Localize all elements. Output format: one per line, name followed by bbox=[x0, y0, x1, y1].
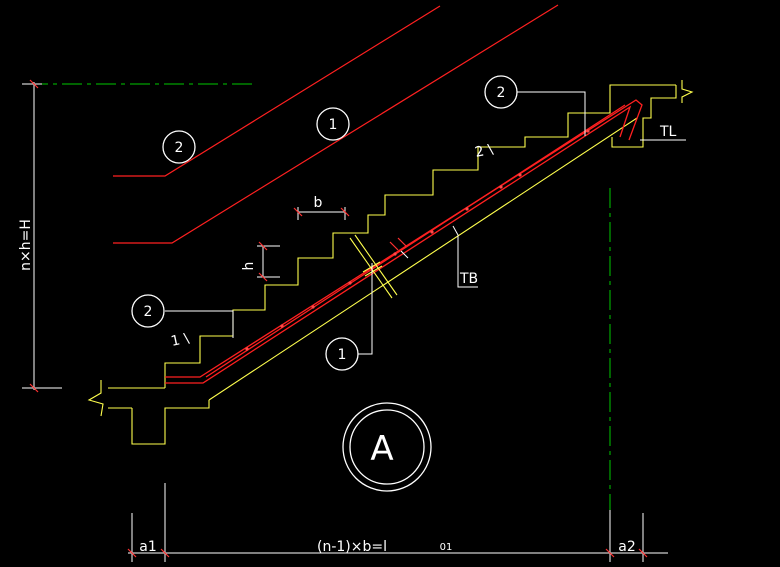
bar-mark-lower: 1 \ bbox=[170, 330, 191, 349]
rebar-dots bbox=[245, 129, 590, 351]
rebar-line-1 bbox=[113, 4, 559, 244]
slab-rebar-inner bbox=[205, 104, 626, 378]
upper-rebar-lines bbox=[113, 4, 559, 244]
slab-rebar-bottom bbox=[165, 105, 632, 384]
callout-bottom-1: 1 bbox=[325, 337, 359, 371]
section-marker-a: A bbox=[342, 402, 432, 492]
bottom-beam bbox=[131, 400, 210, 445]
svg-text:1: 1 bbox=[329, 117, 338, 133]
member-tl-label: TL bbox=[659, 124, 677, 140]
bar-mark-upper: 2 \ bbox=[474, 141, 495, 160]
dim-a1-label: a1 bbox=[139, 539, 157, 555]
svg-text:2: 2 bbox=[175, 140, 184, 156]
member-tb-label: TB bbox=[459, 271, 478, 287]
top-landing-end bbox=[611, 85, 677, 148]
callout-mid-left-2: 2 bbox=[131, 294, 165, 328]
dim-01-label: 01 bbox=[440, 542, 453, 553]
slab-rebar-top bbox=[165, 99, 643, 378]
svg-text:2: 2 bbox=[497, 85, 506, 101]
callout-top-left-2: 2 bbox=[162, 130, 196, 164]
svg-text:A: A bbox=[370, 429, 393, 469]
dim-ticks bbox=[29, 79, 648, 558]
callout-top-1: 1 bbox=[316, 107, 350, 141]
left-break-mark bbox=[87, 380, 104, 417]
svg-text:2: 2 bbox=[144, 304, 153, 320]
svg-text:1: 1 bbox=[338, 347, 347, 363]
right-break-mark bbox=[681, 80, 694, 103]
dim-h-label: h bbox=[241, 262, 257, 271]
slab-rebar bbox=[165, 99, 643, 384]
dim-a2-label: a2 bbox=[618, 539, 636, 555]
dim-b-label: b bbox=[314, 195, 323, 211]
dim-height-label: n×h=H bbox=[18, 219, 34, 271]
centerlines bbox=[28, 83, 611, 553]
dim-length-label: (n-1)×b=l bbox=[317, 539, 387, 555]
rebar-line-2 bbox=[113, 5, 441, 177]
leaders bbox=[22, 82, 686, 562]
callout-top-right-2: 2 bbox=[484, 75, 518, 109]
stair-soffit bbox=[208, 117, 638, 401]
